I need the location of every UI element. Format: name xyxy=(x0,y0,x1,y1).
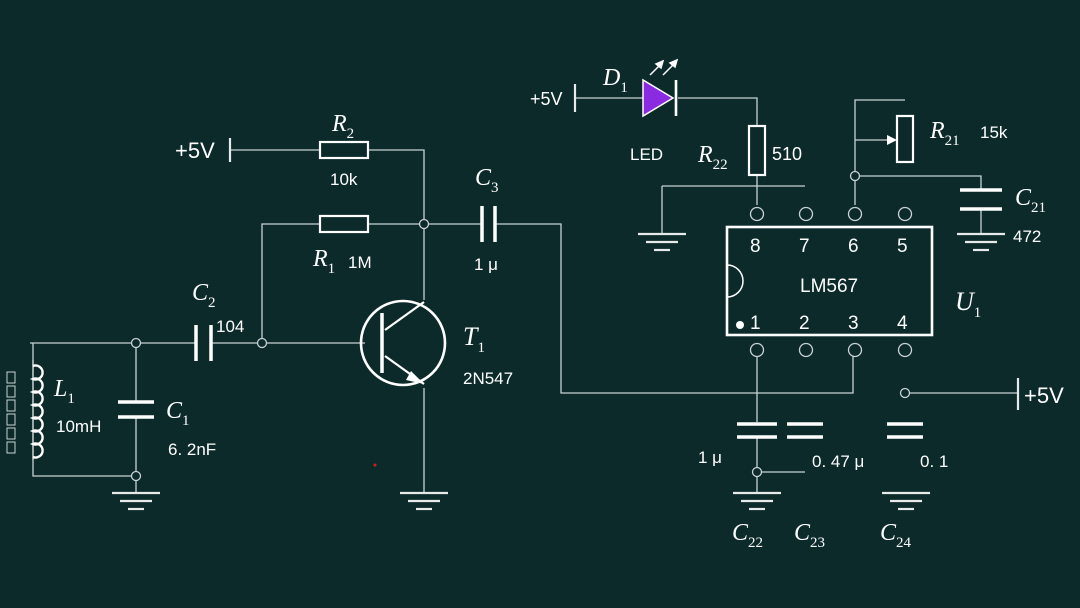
svg-text:L1: L1 xyxy=(53,376,75,407)
ground-c24 xyxy=(882,491,930,511)
capacitor-c21: C21 472 xyxy=(960,185,1046,246)
junction-dots xyxy=(130,170,911,482)
capacitor-c2: C2 104 xyxy=(192,280,244,361)
svg-text:1 μ: 1 μ xyxy=(698,448,722,467)
resistor-r22: R22 510 xyxy=(697,124,802,177)
ic-pin-numbers-bottom: 1 2 3 4 xyxy=(750,313,908,334)
svg-text:C2: C2 xyxy=(192,280,216,311)
inductor-l1: L1 10mH xyxy=(6,360,101,460)
led-d1: D1 LED xyxy=(602,58,679,164)
light-emission-arrows xyxy=(649,58,679,76)
ground-tank xyxy=(112,491,160,511)
svg-text:15k: 15k xyxy=(980,123,1008,142)
supply-terminal-led: +5V xyxy=(530,84,577,112)
transistor-t1: T1 2N547 xyxy=(359,299,513,388)
ground-c22 xyxy=(733,491,781,511)
svg-text:+5V: +5V xyxy=(1024,383,1064,408)
svg-text:C3: C3 xyxy=(475,165,499,196)
svg-text:7: 7 xyxy=(799,236,810,257)
svg-text:R22: R22 xyxy=(697,142,728,173)
svg-text:R21: R21 xyxy=(929,118,960,149)
svg-text:2: 2 xyxy=(799,313,810,334)
svg-text:R1: R1 xyxy=(312,246,335,277)
svg-text:472: 472 xyxy=(1013,227,1041,246)
ic-pin-pads xyxy=(749,206,913,358)
svg-text:6: 6 xyxy=(848,236,859,257)
svg-text:LED: LED xyxy=(630,145,663,164)
svg-text:+5V: +5V xyxy=(175,138,215,163)
resistor-r2: R2 10k xyxy=(318,111,370,189)
capacitor-c3: C3 1 μ xyxy=(474,165,499,274)
svg-text:10mH: 10mH xyxy=(56,417,101,436)
capacitor-c22: 1 μ C22 xyxy=(698,422,777,551)
capacitor-c23: 0. 47 μ C23 xyxy=(787,422,864,551)
svg-text:C23: C23 xyxy=(794,520,825,551)
ic-u1: LM567 8 7 6 5 1 2 3 4 U1 xyxy=(725,225,981,337)
svg-text:C21: C21 xyxy=(1015,185,1046,216)
stray-dot xyxy=(373,463,377,467)
svg-text:C22: C22 xyxy=(732,520,763,551)
svg-text:R2: R2 xyxy=(331,111,354,142)
svg-text:3: 3 xyxy=(848,313,859,334)
svg-text:+5V: +5V xyxy=(530,89,563,109)
inductor-core xyxy=(6,371,16,454)
svg-text:T1: T1 xyxy=(463,322,485,356)
svg-text:5: 5 xyxy=(897,236,908,257)
ground-pin8 xyxy=(638,232,686,252)
svg-text:1M: 1M xyxy=(348,253,372,272)
svg-text:510: 510 xyxy=(772,144,802,164)
svg-text:0. 1: 0. 1 xyxy=(920,452,948,471)
svg-text:2N547: 2N547 xyxy=(463,369,513,388)
capacitor-c1: C1 6. 2nF xyxy=(118,398,216,459)
svg-text:U1: U1 xyxy=(955,287,981,321)
resistor-r1: R1 1M xyxy=(312,214,372,277)
svg-text:10k: 10k xyxy=(330,170,358,189)
capacitor-c24: 0. 1 C24 xyxy=(880,422,948,551)
potentiometer-r21: R21 15k xyxy=(887,114,1008,164)
svg-text:1 μ: 1 μ xyxy=(474,255,498,274)
svg-text:C24: C24 xyxy=(880,520,912,551)
svg-text:1: 1 xyxy=(750,313,761,334)
svg-text:6. 2nF: 6. 2nF xyxy=(168,440,216,459)
svg-text:8: 8 xyxy=(750,236,761,257)
svg-text:D1: D1 xyxy=(602,65,628,96)
svg-text:104: 104 xyxy=(216,317,244,336)
supply-terminal-top-left: +5V xyxy=(175,138,232,163)
svg-text:C1: C1 xyxy=(166,398,190,429)
svg-text:0. 47 μ: 0. 47 μ xyxy=(812,452,864,471)
svg-text:4: 4 xyxy=(897,313,908,334)
ground-emitter xyxy=(400,491,448,511)
supply-terminal-right: +5V xyxy=(1016,378,1064,410)
ground-symbols xyxy=(112,232,1005,511)
svg-text:LM567: LM567 xyxy=(800,276,858,297)
ground-c21 xyxy=(957,232,1005,252)
ic-pin-numbers-top: 8 7 6 5 xyxy=(750,236,908,257)
